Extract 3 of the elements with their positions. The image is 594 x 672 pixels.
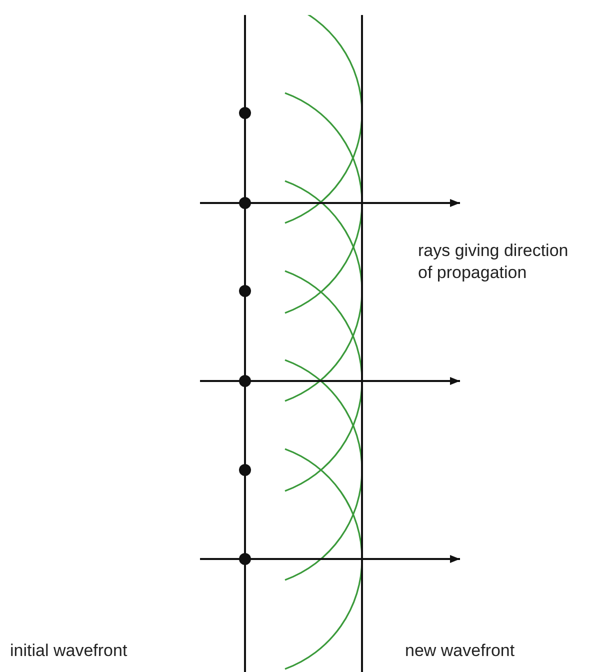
label-text: initial wavefront (10, 640, 128, 662)
label-text: rays giving direction of propagation (418, 240, 570, 284)
label-text: new wavefront (405, 640, 516, 662)
